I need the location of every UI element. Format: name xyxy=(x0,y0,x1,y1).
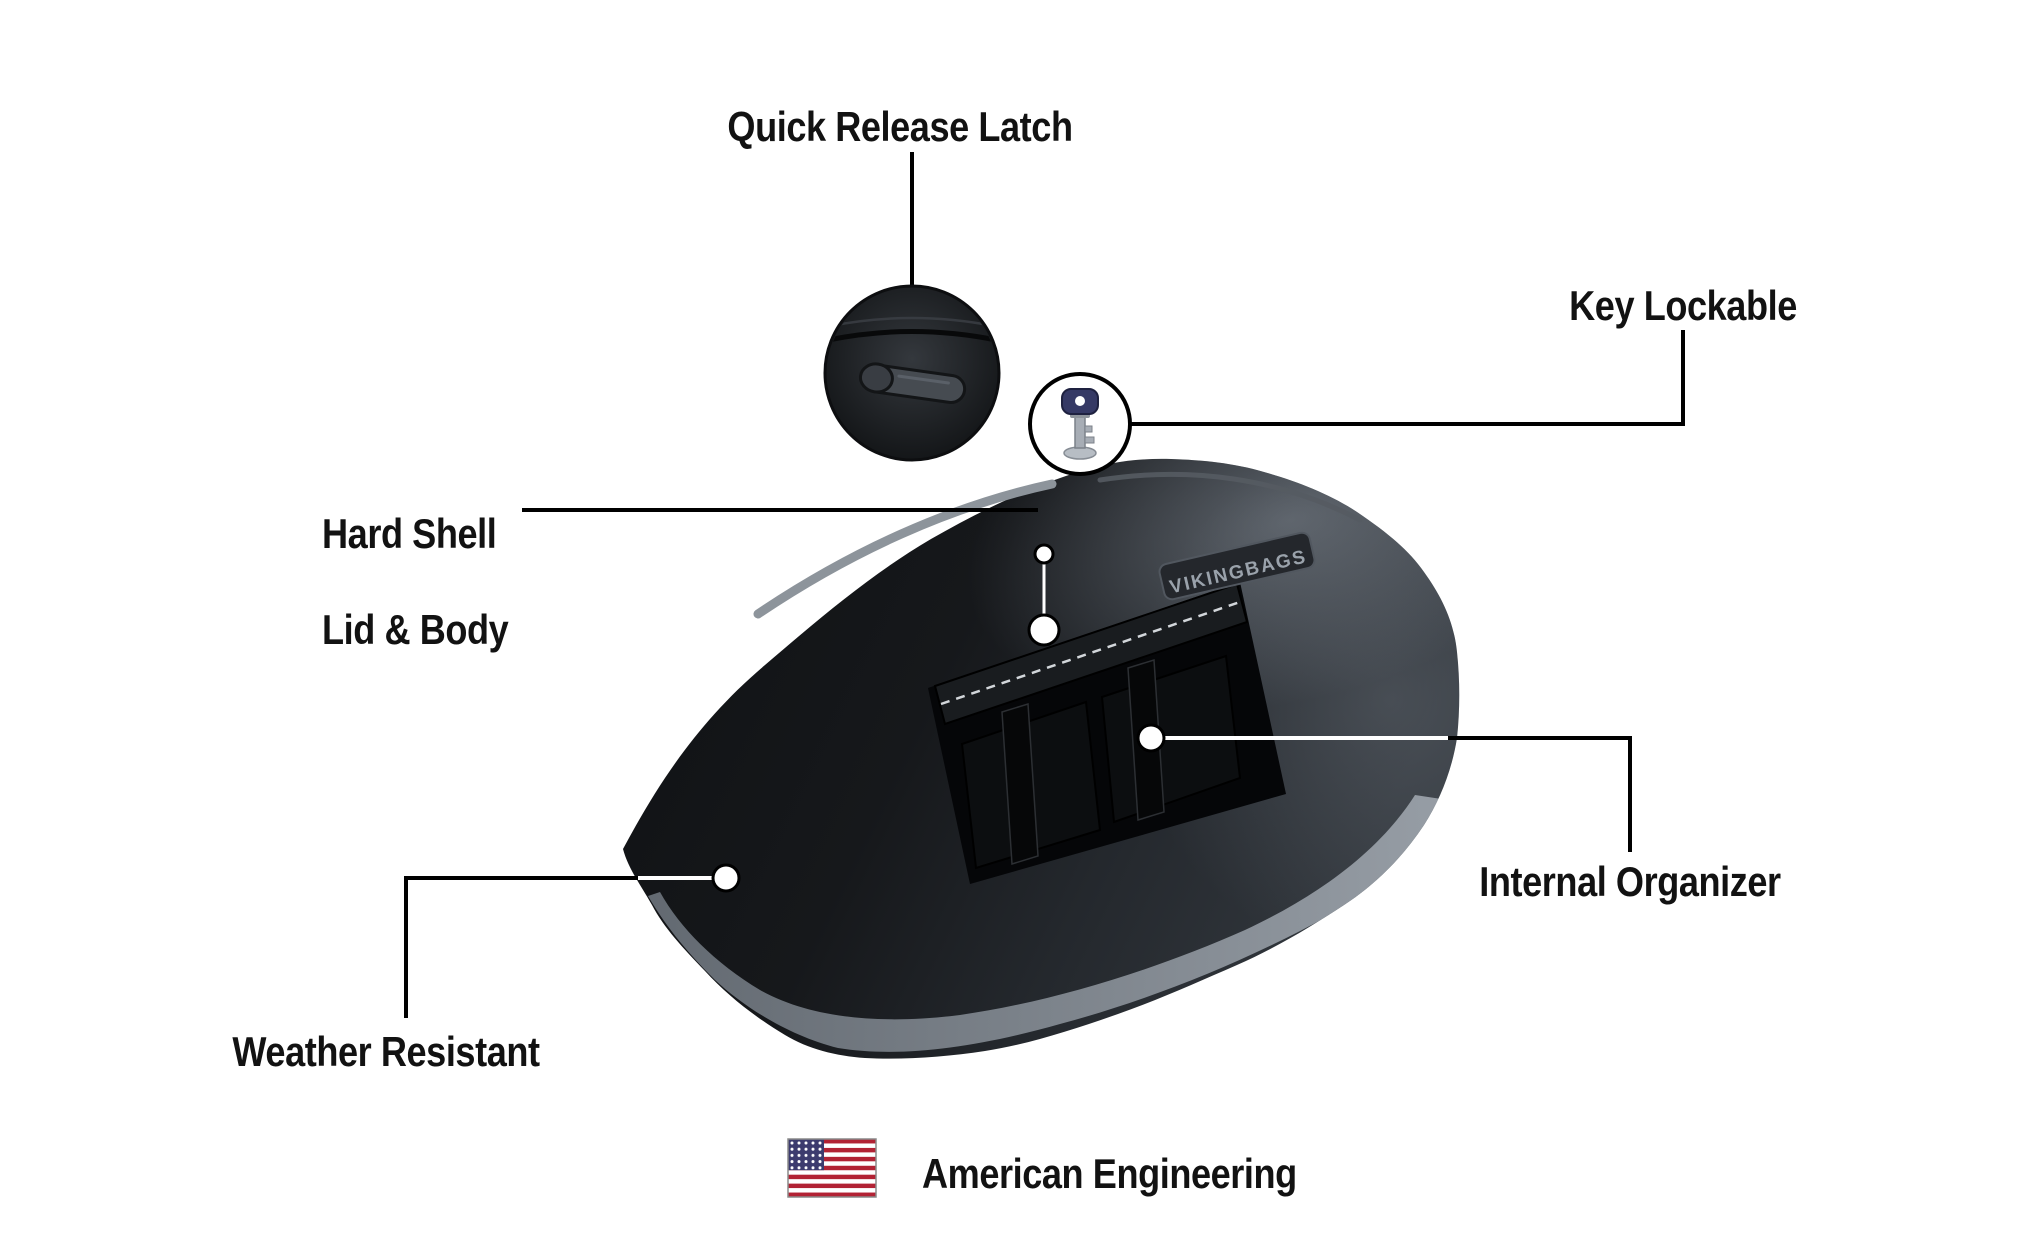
hard-shell-body-dot xyxy=(1027,613,1061,647)
opening-top-band xyxy=(933,582,1249,726)
internal-organizer-dot xyxy=(1136,723,1166,753)
us-flag-icon xyxy=(787,1138,877,1198)
label-quick-release-latch: Quick Release Latch xyxy=(727,103,1073,150)
key-lock-inset xyxy=(1028,372,1132,476)
latch-seam xyxy=(827,329,997,343)
callout-dots xyxy=(711,543,1166,893)
weather-resistant-dot xyxy=(711,863,741,893)
lid-edge-right xyxy=(1097,471,1363,523)
label-hard-shell-line2: Lid & Body xyxy=(322,605,509,653)
label-key-lockable: Key Lockable xyxy=(1569,282,1797,329)
saddlebag-illustration: VIKINGBAGS xyxy=(623,458,1460,1059)
callout-lines-on-bag xyxy=(638,562,1448,880)
stitch-line xyxy=(940,600,1241,706)
latch-lever-icon xyxy=(858,362,967,404)
callout-line-key-lockable xyxy=(1131,330,1685,426)
hard-shell-lid-dot xyxy=(1033,543,1055,565)
label-american-engineering: American Engineering xyxy=(922,1150,1297,1197)
organizer-strap-left xyxy=(1001,703,1039,865)
label-hard-shell-lid-body: Hard Shell Lid & Body xyxy=(322,462,597,701)
quick-release-latch-inset xyxy=(823,284,1001,462)
lid-piping xyxy=(753,479,1057,619)
bag-bottom-rim xyxy=(648,795,1448,1052)
label-hard-shell-line1: Hard Shell xyxy=(322,509,497,557)
key-icon xyxy=(1061,388,1099,460)
latch-seam-highlight xyxy=(829,316,995,328)
label-internal-organizer: Internal Organizer xyxy=(1479,858,1781,905)
callout-line-weather-resistant xyxy=(404,876,714,1018)
label-weather-resistant: Weather Resistant xyxy=(232,1028,540,1075)
